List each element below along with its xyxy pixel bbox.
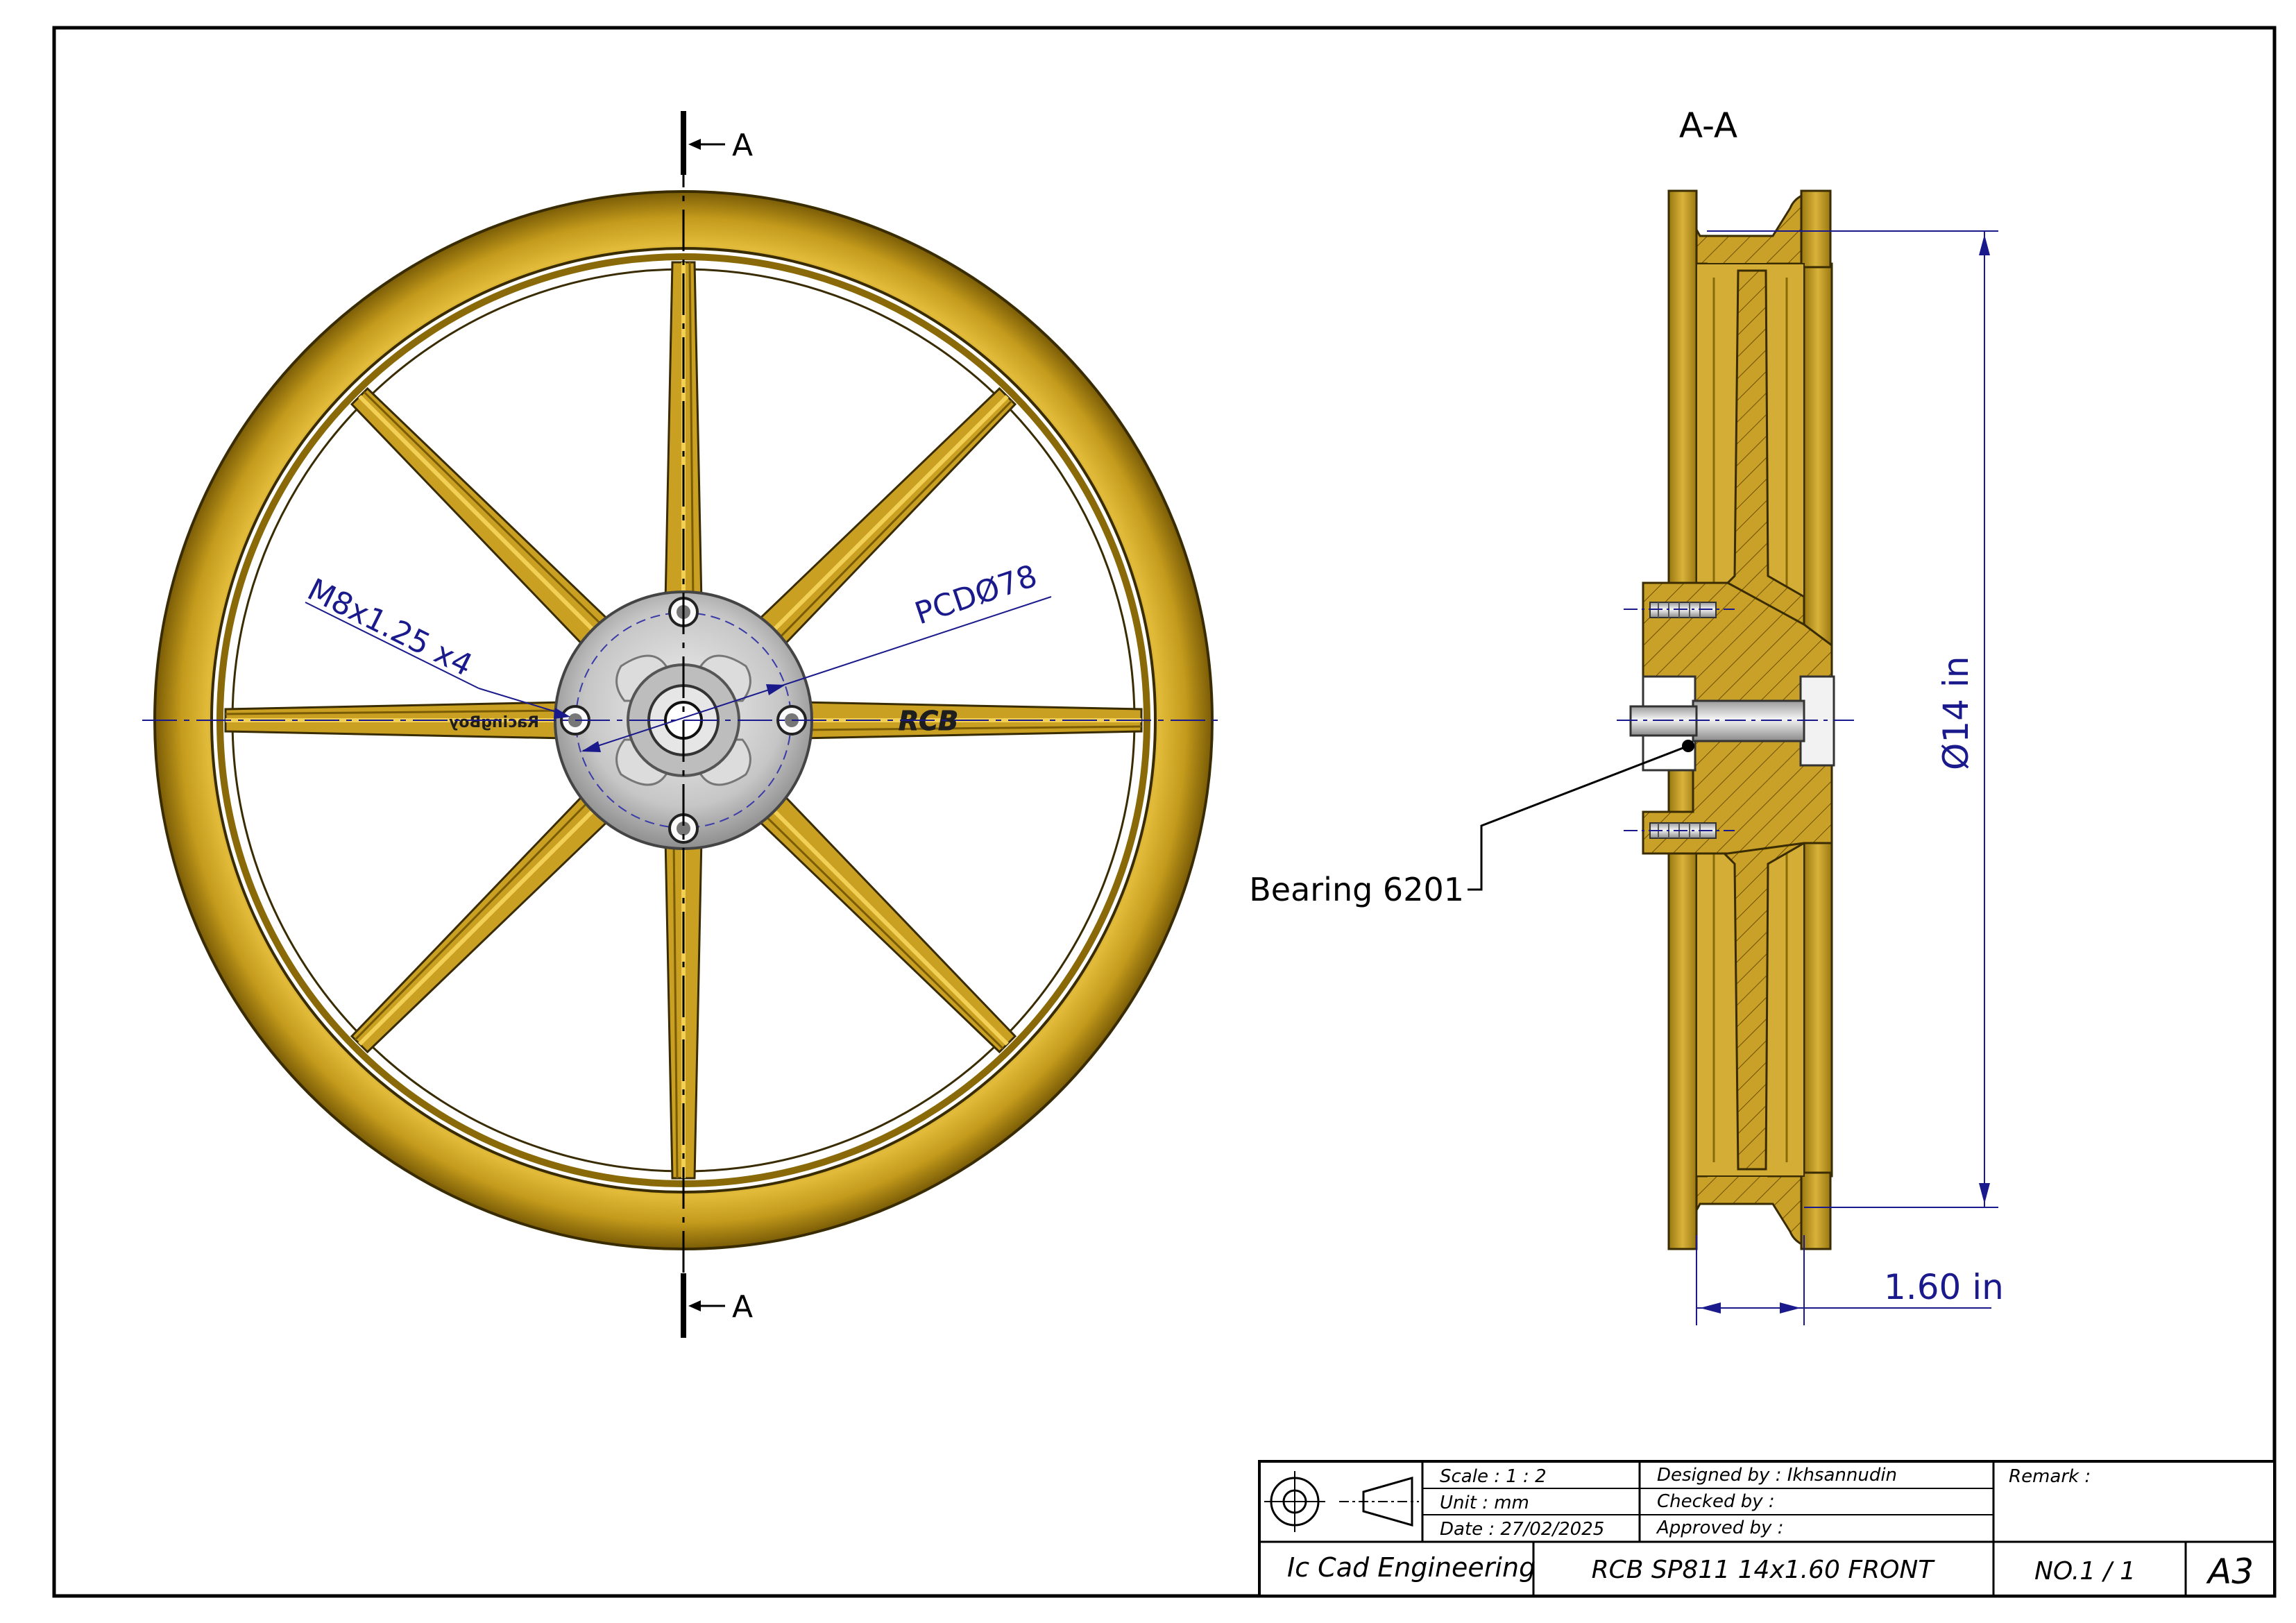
- section-cut-label-top: A: [732, 128, 753, 163]
- checked-by-field: Checked by :: [1657, 1491, 1775, 1512]
- drawing-title: RCB SP811 14x1.60 FRONT: [1592, 1556, 1936, 1584]
- spoke-text-mirrored: RacingBoy: [449, 714, 539, 731]
- designed-by-field: Designed by : Ikhsannudin: [1657, 1465, 1897, 1486]
- bearing-callout: Bearing 6201: [1249, 745, 1689, 908]
- section-cut-label-bottom: A: [732, 1289, 753, 1325]
- section-view-title: A-A: [1679, 105, 1737, 146]
- unit-field: Unit : mm: [1440, 1493, 1529, 1513]
- width-dimension-group: 1.60 in: [1696, 1235, 2004, 1325]
- spoke: [752, 386, 1017, 652]
- bearing-label: Bearing 6201: [1249, 871, 1464, 908]
- sheet-border: [52, 26, 2277, 1598]
- diameter-dimension: Ø14 in: [1936, 656, 1976, 770]
- title-block: Scale : 1 : 2 Unit : mm Date : 27/02/202…: [1258, 1460, 2276, 1597]
- remark-field: Remark :: [2009, 1466, 2091, 1487]
- section-cut-top: A: [681, 111, 753, 175]
- rim-side-right-bot: [1800, 1171, 1832, 1250]
- section-cut-bottom: A: [681, 1273, 753, 1338]
- first-angle-projection-icon: [1264, 1471, 1419, 1532]
- sheet-number: NO.1 / 1: [2034, 1557, 2136, 1586]
- scale-field: Scale : 1 : 2: [1440, 1466, 1547, 1487]
- front-view: RCB RacingBoy A A M8x1.25 x4: [142, 111, 1225, 1338]
- section-view: A-A: [1249, 105, 2004, 1325]
- company-name: Ic Cad Engineering: [1287, 1552, 1536, 1583]
- spoke: [350, 789, 615, 1054]
- diameter-dimension-group: Ø14 in: [1707, 230, 1998, 1208]
- width-dimension: 1.60 in: [1884, 1267, 2004, 1307]
- date-field: Date : 27/02/2025: [1440, 1519, 1604, 1540]
- rim-side-right-top: [1800, 189, 1832, 269]
- approved-by-field: Approved by :: [1656, 1518, 1783, 1538]
- paper-size: A3: [2206, 1552, 2254, 1592]
